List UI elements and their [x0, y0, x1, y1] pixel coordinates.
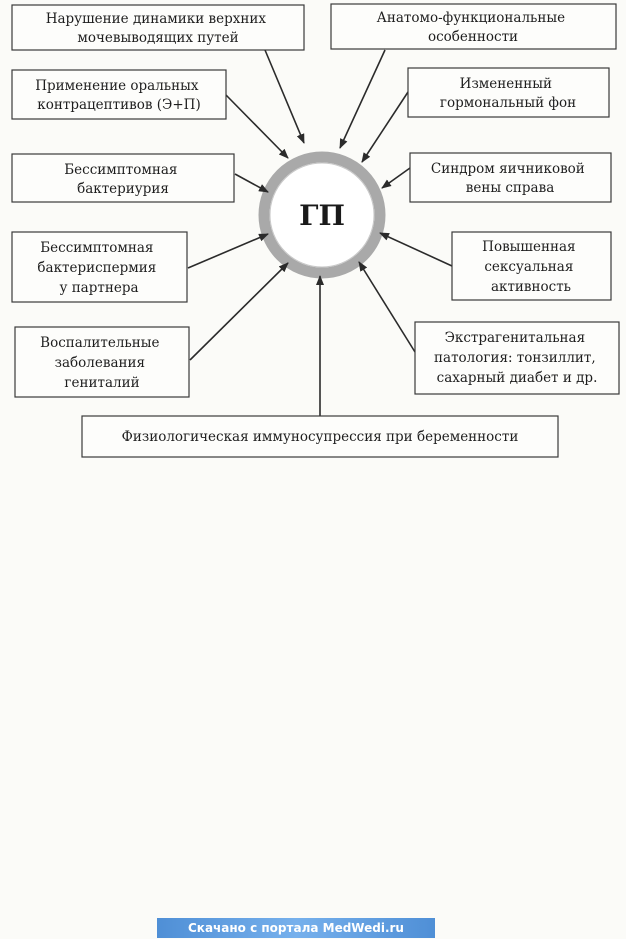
arrow-genital-inflammation [189, 262, 289, 361]
factor-label: Физиологическая иммуносупрессия при бере… [122, 429, 519, 445]
factor-box-immunosuppression: Физиологическая иммуносупрессия при бере… [81, 415, 559, 458]
factor-box-genital-inflammation: Воспалительные заболевания гениталий [14, 326, 190, 398]
arrow-anatomic-features [339, 49, 386, 149]
download-source-banner[interactable]: Скачано с портала MedWedi.ru [157, 918, 435, 938]
factor-box-sexual-activity: Повышенная сексуальная активность [451, 231, 612, 301]
factor-box-partner-bacteriospermia: Бессимптомная бактериспермия у партнера [11, 231, 188, 303]
factor-label: Измененный гормональный фон [440, 76, 576, 111]
arrow-ovarian-vein-syndrome [381, 167, 411, 189]
factor-label: Нарушение динамики верхних мочевыводящих… [46, 11, 271, 46]
factor-box-extragenital-pathology: Экстрагенитальная патология: тонзиллит, … [414, 321, 620, 395]
arrow-urinary-dynamics [264, 49, 305, 144]
arrow-partner-bacteriospermia [187, 233, 269, 269]
factor-box-hormonal-background: Измененный гормональный фон [407, 67, 610, 118]
factor-box-oral-contraceptives: Применение оральных контрацептивов (Э+П) [11, 69, 227, 120]
factor-label: Бессимптомная бактериспермия у партнера [37, 240, 160, 296]
arrow-oral-contraceptives [225, 94, 289, 159]
center-node: ГП [258, 151, 386, 279]
factor-label: Анатомо-функциональные особенности [377, 10, 570, 45]
arrow-sexual-activity [379, 232, 453, 267]
factor-label: Применение оральных контрацептивов (Э+П) [35, 78, 203, 113]
factor-box-anatomic-features: Анатомо-функциональные особенности [330, 3, 617, 50]
factor-label: Воспалительные заболевания гениталий [40, 335, 164, 391]
arrow-extragenital-pathology [358, 261, 416, 353]
factor-label: Бессимптомная бактериурия [64, 162, 182, 197]
risk-factor-diagram: ГП Нарушение динамики верхних мочевыводя… [11, 3, 620, 458]
factor-label: Экстрагенитальная патология: тонзиллит, … [434, 330, 600, 386]
factor-box-ovarian-vein-syndrome: Синдром яичниковой вены справа [409, 152, 612, 203]
center-label: ГП [299, 199, 345, 232]
factor-box-urinary-dynamics: Нарушение динамики верхних мочевыводящих… [11, 4, 305, 51]
arrow-asymptomatic-bacteriuria [234, 173, 269, 193]
arrows [187, 49, 453, 416]
factor-label: Синдром яичниковой вены справа [431, 161, 589, 196]
factor-label: Повышенная сексуальная активность [482, 239, 580, 295]
arrow-hormonal-background [361, 91, 409, 163]
factor-box-asymptomatic-bacteriuria: Бессимптомная бактериурия [11, 153, 235, 203]
